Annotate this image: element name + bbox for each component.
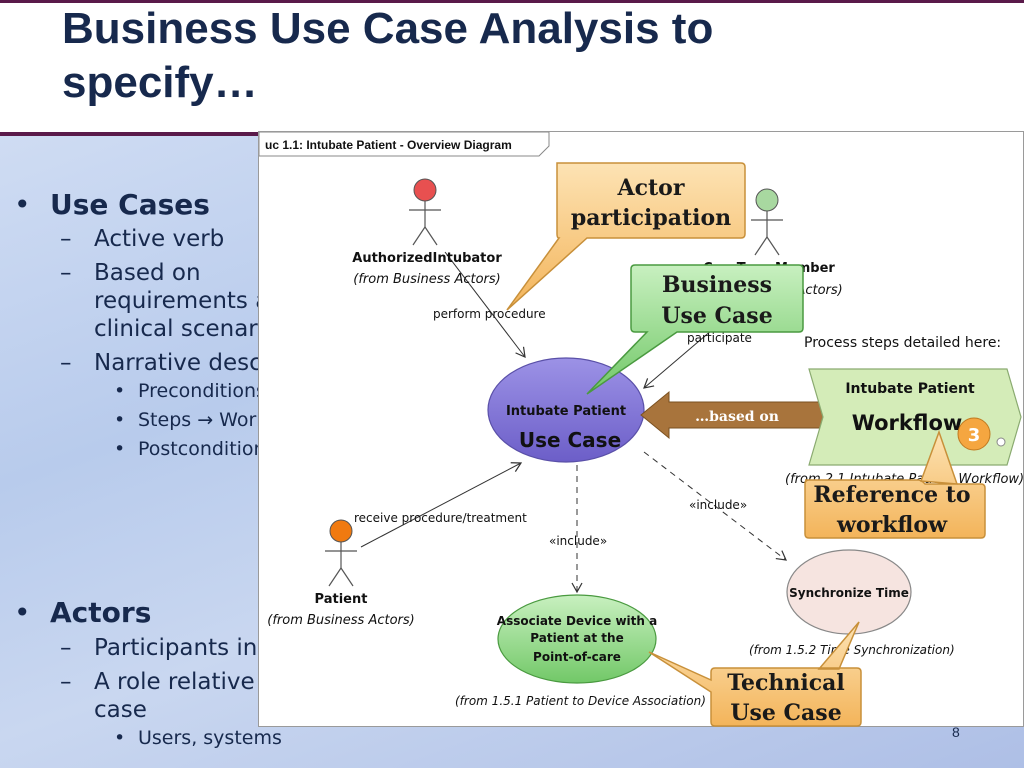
actor-origin-patient: (from Business Actors): [267, 613, 414, 628]
callout-actor-participation: [506, 162, 746, 311]
bullet-preconditions: Preconditions: [14, 377, 336, 406]
callout-business-line1: Business: [662, 272, 772, 298]
associate-line2: Patient at the: [530, 631, 623, 645]
bullet-text: Active verb: [94, 226, 225, 252]
actor-care-team-member: [751, 188, 783, 256]
workflow-badge: 3: [968, 425, 981, 446]
workflow-line1: Intubate Patient: [845, 381, 975, 397]
workflow-line2: Workflow: [852, 411, 963, 435]
label-perform-procedure: perform procedure: [433, 307, 546, 321]
use-case-associate-device: [497, 594, 657, 684]
actor-name-authorized: AuthorizedIntubator: [352, 251, 502, 266]
actor-name-patient: Patient: [315, 592, 368, 607]
uml-diagram-panel: uc 1.1: Intubate Patient - Overview Diag…: [258, 131, 1024, 727]
title-band: [0, 0, 1024, 132]
label-include-sync: «include»: [689, 498, 747, 512]
callout-technical-line2: Use Case: [730, 700, 841, 726]
use-case-intubate-patient: [487, 357, 645, 463]
edge-perform-procedure: [444, 251, 526, 358]
label-include-associate: «include»: [549, 534, 607, 548]
associate-line1: Associate Device with a: [497, 614, 657, 628]
top-rule: [0, 0, 1024, 3]
bullet-postconditions: Postconditions: [14, 435, 336, 464]
callout-actor-line1: Actor: [617, 175, 685, 201]
frame-tab: [259, 132, 550, 157]
workflow-note: Process steps detailed here:: [804, 335, 1001, 351]
slide-title: Business Use Case Analysis to specify…: [62, 4, 714, 107]
actor-patient: [325, 519, 357, 587]
bullet-active-verb: –Active verb: [60, 226, 225, 252]
edge-include-sync: [643, 451, 787, 561]
callout-technical-use-case: [648, 621, 862, 727]
use-cases-bullets: Use Cases –Active verb –Based on require…: [14, 188, 336, 464]
actors-heading: Actors: [14, 596, 394, 630]
page-number: 8: [952, 724, 960, 740]
callout-technical-line1: Technical: [727, 670, 845, 696]
based-on-label: …based on: [695, 409, 779, 425]
use-case-line2: Use Case: [519, 428, 621, 452]
actor-head-icon: [413, 178, 437, 202]
frame-label: uc 1.1: Intubate Patient - Overview Diag…: [265, 138, 512, 152]
use-cases-heading: Use Cases: [14, 188, 336, 222]
actor-authorized-intubator: [409, 178, 441, 246]
callout-actor-line2: participation: [571, 205, 731, 231]
associate-origin: (from 1.5.1 Patient to Device Associatio…: [455, 694, 706, 708]
callout-reference-line1: Reference to: [813, 482, 970, 508]
callout-business-use-case: [586, 264, 804, 395]
workflow-link-icon: [996, 437, 1006, 447]
actor-origin-authorized: (from Business Actors): [353, 272, 500, 287]
uml-diagram: uc 1.1: Intubate Patient - Overview Diag…: [259, 132, 1024, 727]
actor-head-icon: [755, 188, 779, 212]
actor-head-icon: [329, 519, 353, 543]
label-receive-procedure: receive procedure/treatment: [354, 511, 527, 525]
use-case-line1: Intubate Patient: [506, 404, 626, 419]
edge-receive-procedure: [360, 462, 523, 548]
sync-origin: (from 1.5.2 Time Synchronization): [749, 643, 955, 657]
label-participate: participate: [687, 331, 752, 345]
callout-reference-workflow: [804, 429, 986, 539]
callout-reference-line2: workflow: [836, 512, 948, 538]
associate-line3: Point-of-care: [533, 650, 621, 664]
sync-label: Synchronize Time: [789, 586, 909, 600]
workflow-badge-icon: [957, 417, 991, 451]
callout-business-line2: Use Case: [661, 303, 772, 329]
bullet-users-systems: Users, systems: [14, 724, 394, 753]
title-rule: [0, 132, 262, 136]
